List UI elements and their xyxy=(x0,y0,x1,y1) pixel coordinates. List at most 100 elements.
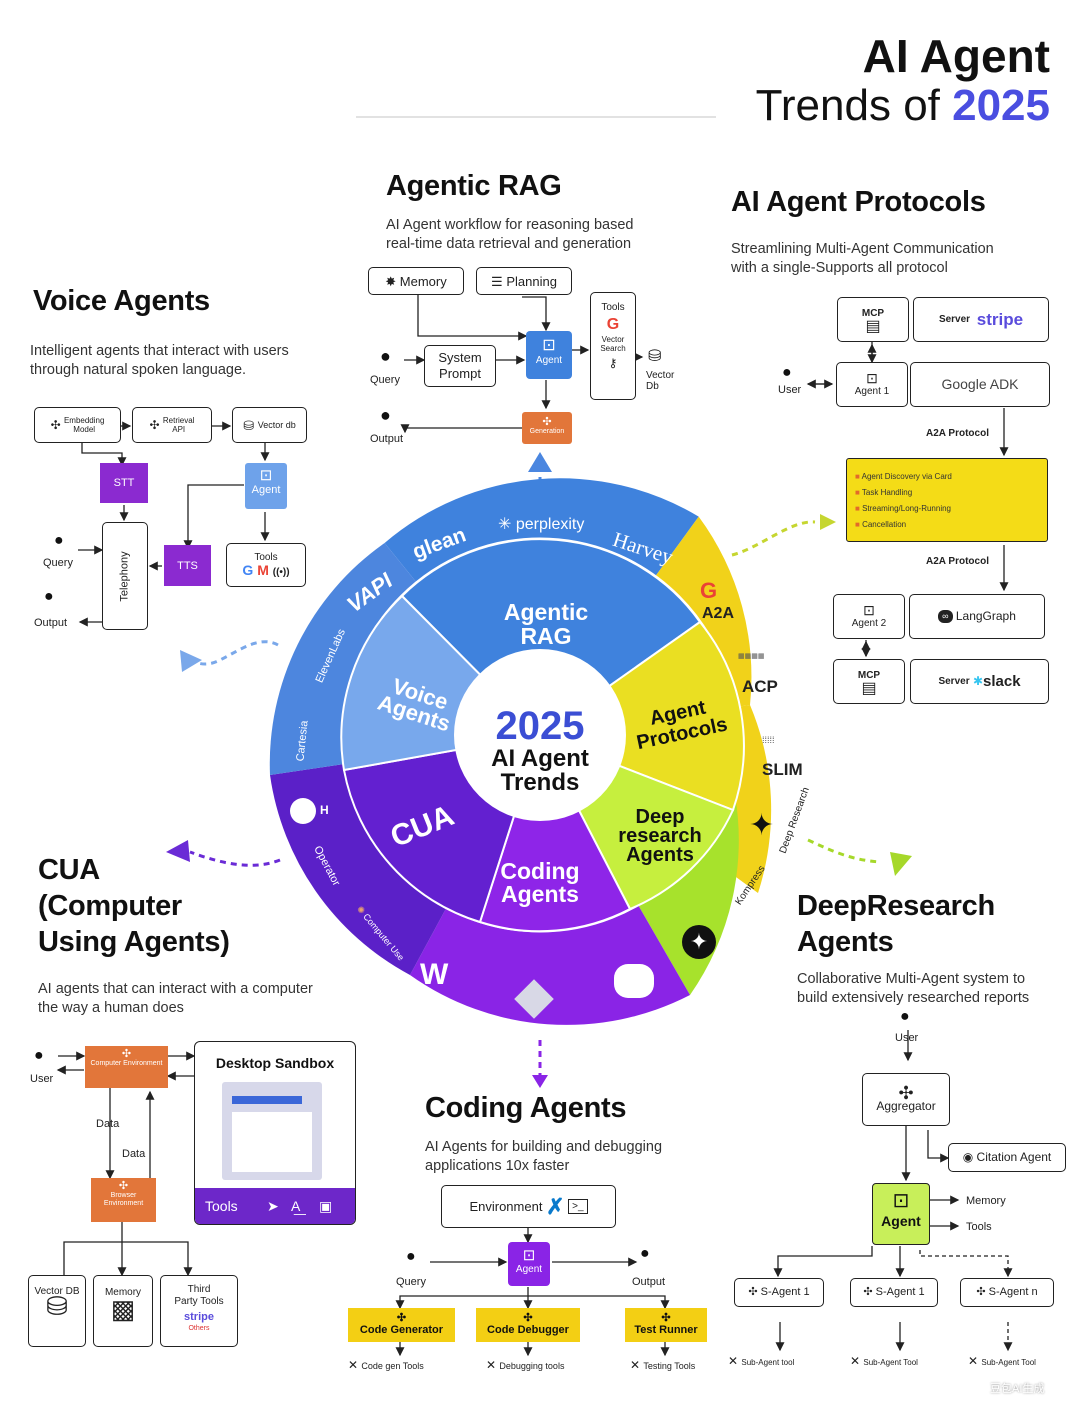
deep-tool-3-label: Sub-Agent Tool xyxy=(981,1358,1036,1367)
rag-query-icon: ● xyxy=(380,346,391,366)
robot-icon: ⊡ xyxy=(866,369,878,386)
cua-vector-db-box: Vector DB⛁ xyxy=(28,1275,86,1347)
openai-icon: ✣ xyxy=(396,1312,407,1324)
langgraph-icon: ∞ xyxy=(938,610,953,623)
coding-output-label: Output xyxy=(632,1276,666,1288)
openai-icon: ✣ xyxy=(898,1082,914,1103)
cua-title-3: Using Agents) xyxy=(38,926,230,958)
cua-dash-head xyxy=(166,840,190,862)
logo-h: H xyxy=(320,803,329,817)
openai-icon: ✣ xyxy=(121,1048,132,1060)
deep-title: DeepResearch Agents xyxy=(797,888,995,960)
inner-sector-rag xyxy=(400,538,702,737)
rag-dash-head xyxy=(528,452,552,472)
deep-s-agent-n-label: S-Agent n xyxy=(988,1286,1038,1298)
cua-dash xyxy=(189,850,281,867)
title-line2: Trends of 2025 xyxy=(720,82,1050,130)
proto-agent2-label: Agent 2 xyxy=(851,617,887,629)
cua-bottom-branch xyxy=(63,1241,193,1277)
voice-tools-label: Tools xyxy=(254,552,278,563)
voice-desc-2: through natural spoken language. xyxy=(30,362,247,378)
copilot-icon xyxy=(614,964,654,998)
voice-telephony-label: Telephony xyxy=(118,550,131,602)
stripe-logo: stripe xyxy=(976,310,1024,329)
memory-icon: ✸ xyxy=(385,273,400,289)
protocols-desc: Streamlining Multi-Agent Communication w… xyxy=(731,240,994,278)
rag-planning-box: ☰ Planning xyxy=(476,267,572,295)
voice-retrieval-2: API xyxy=(172,425,186,434)
deep-citation-box: ◉ Citation Agent xyxy=(948,1143,1066,1172)
rag-memory-label: Memory xyxy=(399,273,447,289)
rag-memory-box: ✸ Memory xyxy=(368,267,464,295)
cua-user-icon: ● xyxy=(34,1047,44,1064)
browser-window-icon xyxy=(222,1082,322,1180)
logo-perplexity-text: perplexity xyxy=(515,516,585,533)
coding-output-icon: ● xyxy=(640,1245,650,1262)
openai-icon: ✣ xyxy=(50,417,64,432)
google-icon: G xyxy=(700,578,718,603)
voice-output-icon: ● xyxy=(44,588,54,605)
coding-query-label: Query xyxy=(396,1276,426,1288)
inner-label-deep-1: Deep xyxy=(635,806,685,828)
cua-title: CUA (Computer Using Agents) xyxy=(38,852,230,960)
deep-dash xyxy=(807,838,881,864)
rag-desc: AI Agent workflow for reasoning based re… xyxy=(386,216,633,254)
deep-agent-label: Agent xyxy=(881,1213,921,1229)
openai-icon: ✣ xyxy=(149,417,163,432)
voice-agent-tts-arrow xyxy=(183,484,244,550)
code-test-arrow xyxy=(528,1295,670,1310)
rag-tools-label: Tools xyxy=(601,302,625,313)
inner-label-coding[interactable]: Coding Agents xyxy=(478,860,602,906)
card-text-1: Agent Discovery via Card xyxy=(861,472,952,481)
center-label: 2025 AI Agent Trends xyxy=(457,705,623,795)
cua-desc-2: the way a human does xyxy=(38,1000,184,1016)
voice-telephony-box: Telephony xyxy=(102,522,148,630)
wrench-icon: ✕ xyxy=(850,1354,864,1368)
voice-retrieval-1: Retrieval xyxy=(162,416,195,425)
inner-label-deep[interactable]: Deep research Agents xyxy=(600,806,720,865)
title-year: 2025 xyxy=(952,81,1050,130)
slack-logo: slack xyxy=(983,673,1021,690)
proto-agent1-label: Agent 1 xyxy=(854,385,890,397)
proto-agent2-box: ⊡Agent 2 xyxy=(833,594,905,639)
robot-icon: ⊡ xyxy=(542,337,556,354)
coding-query-icon: ● xyxy=(406,1248,416,1265)
card-row-2: ■ Task Handling xyxy=(855,485,1047,501)
voice-embedding-2: Model xyxy=(73,425,96,434)
windsurf-icon: W xyxy=(420,958,449,991)
deep-tools-label: Tools xyxy=(966,1221,992,1233)
rag-memory-arrow xyxy=(417,293,528,341)
cua-user-label: User xyxy=(30,1073,54,1085)
cua-other-label: Others xyxy=(188,1325,210,1332)
cua-browser-env-label: Browser Environment xyxy=(103,1192,144,1207)
coding-environment-label: Environment xyxy=(469,1199,543,1214)
cua-memory-box: Memory▩ xyxy=(93,1275,153,1347)
deep-tool-1-label: Sub-Agent tool xyxy=(741,1358,795,1367)
rag-generation-label: Generation xyxy=(529,428,565,435)
cua-third-party-1: Third xyxy=(187,1284,211,1295)
inner-label-rag[interactable]: Agentic RAG xyxy=(480,600,612,648)
voice-dash xyxy=(189,640,279,666)
protocols-desc-1: Streamlining Multi-Agent Communication xyxy=(731,241,994,257)
deep-desc-2: build extensively researched reports xyxy=(797,990,1030,1006)
rag-vector-tool-2: Search xyxy=(600,344,626,353)
coding-generator-label: Code Generator xyxy=(359,1324,444,1336)
openai-icon: ✣ xyxy=(863,1286,876,1298)
voice-title: Voice Agents xyxy=(33,285,210,317)
cua-tools-bar: Tools➤A͟▣ xyxy=(195,1188,355,1224)
coding-agent-box: ⊡Agent xyxy=(508,1242,550,1286)
slack-icon: ✱ xyxy=(972,674,983,688)
deep-s1-arrow xyxy=(773,1246,873,1278)
google-icon: G xyxy=(606,316,620,333)
deep-title-2: Agents xyxy=(797,926,894,958)
rag-agent-box: ⊡Agent xyxy=(526,331,572,379)
wrench-icon: ✕ xyxy=(486,1358,500,1372)
proto-server-top-label: Server xyxy=(938,314,971,325)
deep-tool-3: ✕ Sub-Agent Tool xyxy=(968,1354,1036,1368)
coding-dash-head xyxy=(532,1075,548,1088)
deep-tool-2: ✕ Sub-Agent Tool xyxy=(850,1354,918,1368)
coding-test-runner-box: ✣Test Runner xyxy=(625,1308,707,1342)
voice-embed-arrow xyxy=(81,441,127,467)
cua-title-2: (Computer xyxy=(38,890,182,922)
